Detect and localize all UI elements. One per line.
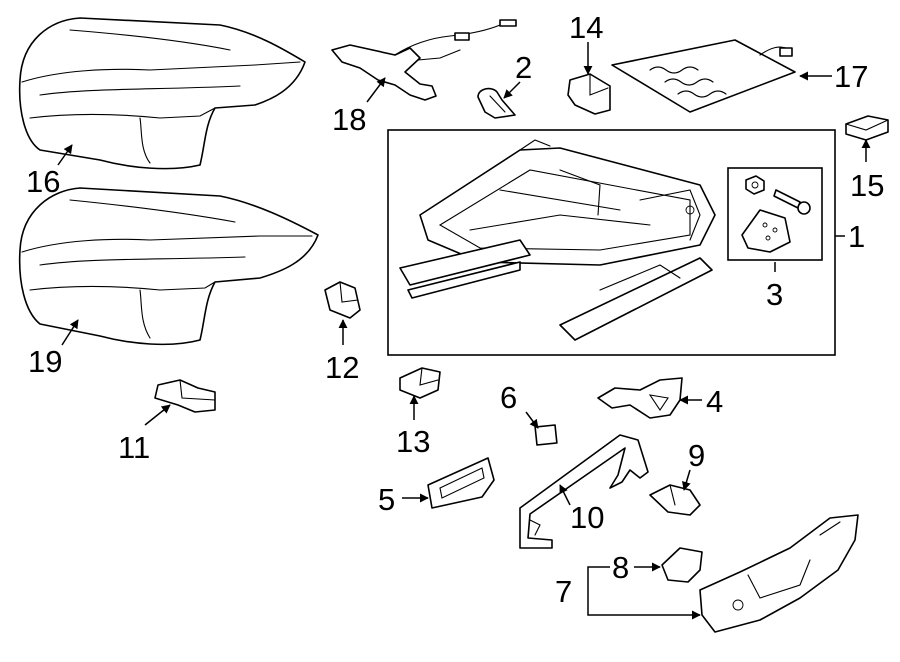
callout-14: 14 <box>569 10 603 45</box>
heater-mat-17 <box>611 39 796 113</box>
seat-cushion-16 <box>18 17 306 170</box>
callout-17: 17 <box>834 59 868 94</box>
callout-13: 13 <box>396 424 430 459</box>
clip-14 <box>567 73 611 115</box>
bezel-8 <box>661 547 703 583</box>
callout-19: 19 <box>28 344 62 379</box>
callout-4: 4 <box>706 384 723 419</box>
bracket-4 <box>597 377 683 419</box>
callout-5: 5 <box>378 482 395 517</box>
callout-11: 11 <box>118 430 150 465</box>
seat-frame-1 <box>399 139 716 341</box>
callout-2: 2 <box>515 50 532 85</box>
release-cable-10 <box>519 434 649 549</box>
leader-lines <box>57 42 871 620</box>
clip-12 <box>324 281 361 319</box>
callout-9: 9 <box>688 438 705 473</box>
callout-12: 12 <box>325 350 359 385</box>
trim-5 <box>427 457 495 509</box>
clip-15 <box>845 115 889 141</box>
side-shield-7 <box>699 514 859 633</box>
callout-10: 10 <box>570 500 604 535</box>
knob-9 <box>649 484 701 516</box>
callout-3: 3 <box>766 277 783 312</box>
seat-cushion-19 <box>18 187 319 346</box>
hardware-box-3 <box>727 167 823 261</box>
callout-1: 1 <box>848 219 865 254</box>
clip-6 <box>534 424 558 446</box>
callout-15: 15 <box>850 168 884 203</box>
bracket-11 <box>154 379 216 413</box>
callout-16: 16 <box>26 164 60 199</box>
harness-18 <box>331 19 517 101</box>
hardware-3 <box>741 175 811 253</box>
callout-7: 7 <box>555 574 572 609</box>
clip-13 <box>399 367 441 399</box>
callout-6: 6 <box>500 380 517 415</box>
callout-8: 8 <box>612 550 629 585</box>
push-pin-2 <box>477 87 516 119</box>
callout-labels: 16 19 18 2 14 17 15 1 3 12 11 13 6 4 5 1… <box>26 10 884 609</box>
callout-18: 18 <box>332 102 366 137</box>
frame-assembly-box-1 <box>387 129 836 356</box>
